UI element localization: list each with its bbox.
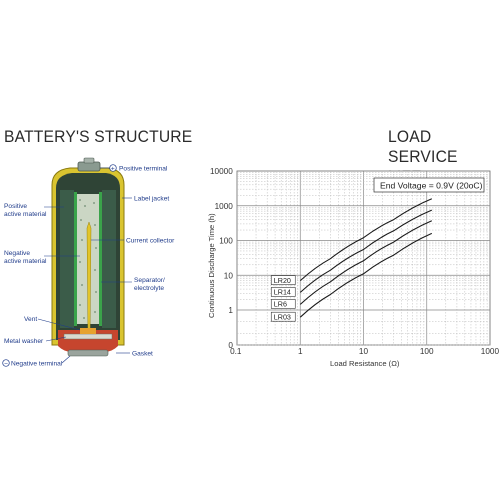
x-tick-label: 1000 (481, 347, 500, 356)
series-label-box (270, 299, 296, 309)
series-line-lr14 (299, 209, 433, 293)
y-tick-label: 1000 (215, 202, 234, 211)
label-positive-terminal: Positive terminal (119, 166, 168, 173)
series-label-box (270, 275, 296, 285)
label-metal-washer: Metal washer (4, 338, 44, 345)
series-label-box (270, 287, 296, 297)
y-axis-title: Continuous Discharge Time (h) (207, 213, 216, 318)
plus-symbol: + (111, 165, 115, 172)
plus-symbol-circle (109, 164, 117, 172)
label-vent: Vent (24, 316, 37, 323)
label-negative-terminal: Negative terminal (11, 361, 63, 368)
current-collector (86, 221, 92, 337)
series-label-lr03: LR03 (274, 312, 291, 321)
series-label-lr20: LR20 (274, 276, 291, 285)
label-current-collector: Current collector (126, 238, 175, 245)
series-line-lr03 (299, 232, 433, 318)
minus-symbol-circle (2, 359, 10, 367)
label-separator-1: Separator/ (134, 277, 165, 284)
x-tick-label: 10 (359, 347, 369, 356)
end-voltage-box (373, 177, 485, 193)
label-negative-material-2: active material (4, 258, 47, 265)
minus-symbol: − (4, 360, 8, 367)
label-label-jacket: Label jacket (134, 196, 169, 203)
vent-shape (80, 328, 96, 334)
negative-terminal-plate (67, 349, 109, 357)
x-axis-title: Load Resistance (Ω) (330, 359, 400, 368)
series-label-box (270, 311, 296, 322)
series-curves (299, 198, 433, 318)
y-tick-label: 1 (228, 306, 233, 315)
y-tick-label: 100 (219, 237, 233, 246)
series-line-lr6 (299, 220, 433, 305)
label-negative-material-1: Negative (4, 250, 30, 257)
series-label-lr6: LR6 (274, 300, 287, 309)
label-positive-material-2: active material (4, 211, 47, 218)
x-tick-label: 100 (420, 347, 434, 356)
separator-right (99, 192, 102, 326)
label-positive-material-1: Positive (4, 203, 27, 210)
anode-dots (79, 199, 97, 319)
cathode-right (102, 190, 116, 328)
separator-left (74, 192, 77, 326)
x-tick-label: 1 (298, 347, 303, 356)
series-line-lr20 (299, 198, 433, 282)
series-label-lr14: LR14 (274, 288, 291, 297)
label-gasket: Gasket (132, 351, 153, 358)
cathode-left (60, 190, 74, 328)
label-separator-2: electrolyte (134, 285, 164, 292)
y-tick-label: 10 (224, 271, 234, 280)
y-tick-labels: 0 1 10 100 1000 10000 (210, 167, 233, 350)
end-voltage-text: End Voltage = 0.9V (20oC) (380, 181, 483, 191)
battery-structure-title: BATTERY'S STRUCTURE (4, 127, 193, 146)
y-tick-label: 0 (228, 341, 233, 350)
x-tick-label: 0.1 (230, 347, 242, 356)
y-tick-label: 10000 (210, 167, 233, 176)
x-tick-labels: 0.1 1 10 100 1000 (230, 347, 499, 356)
